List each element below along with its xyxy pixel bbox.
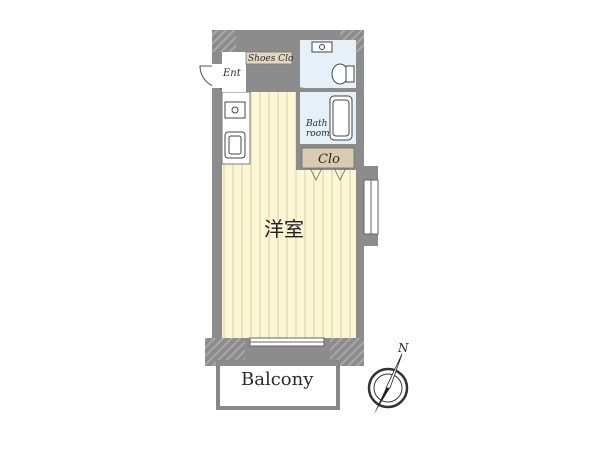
shoes-closet-label: Shoes Clo <box>248 54 294 64</box>
entrance-floor <box>222 52 246 92</box>
shoes-closet <box>245 51 293 65</box>
closet <box>301 147 355 169</box>
compass-icon: N <box>367 341 409 414</box>
bathtub-icon <box>329 95 353 141</box>
balcony-window <box>249 337 325 347</box>
washbasin-icon <box>311 41 333 53</box>
kitchen-sink-icon <box>224 101 246 119</box>
main-room-label: 洋室 <box>264 217 304 241</box>
closet-door-icon <box>309 167 347 181</box>
entrance-door-icon <box>199 64 223 89</box>
right-window <box>363 179 379 235</box>
toilet-icon <box>331 63 355 85</box>
bath-label-line1: Bath <box>305 119 327 129</box>
stove-icon <box>224 131 246 159</box>
bath-label-line2: room <box>306 129 330 139</box>
shoes-closet-door-icon <box>249 63 287 75</box>
balcony-label: Balcony <box>241 369 314 390</box>
compass-north-label: N <box>397 341 409 355</box>
entrance-label: Ent <box>222 68 242 79</box>
closet-label: Clo <box>318 152 340 167</box>
